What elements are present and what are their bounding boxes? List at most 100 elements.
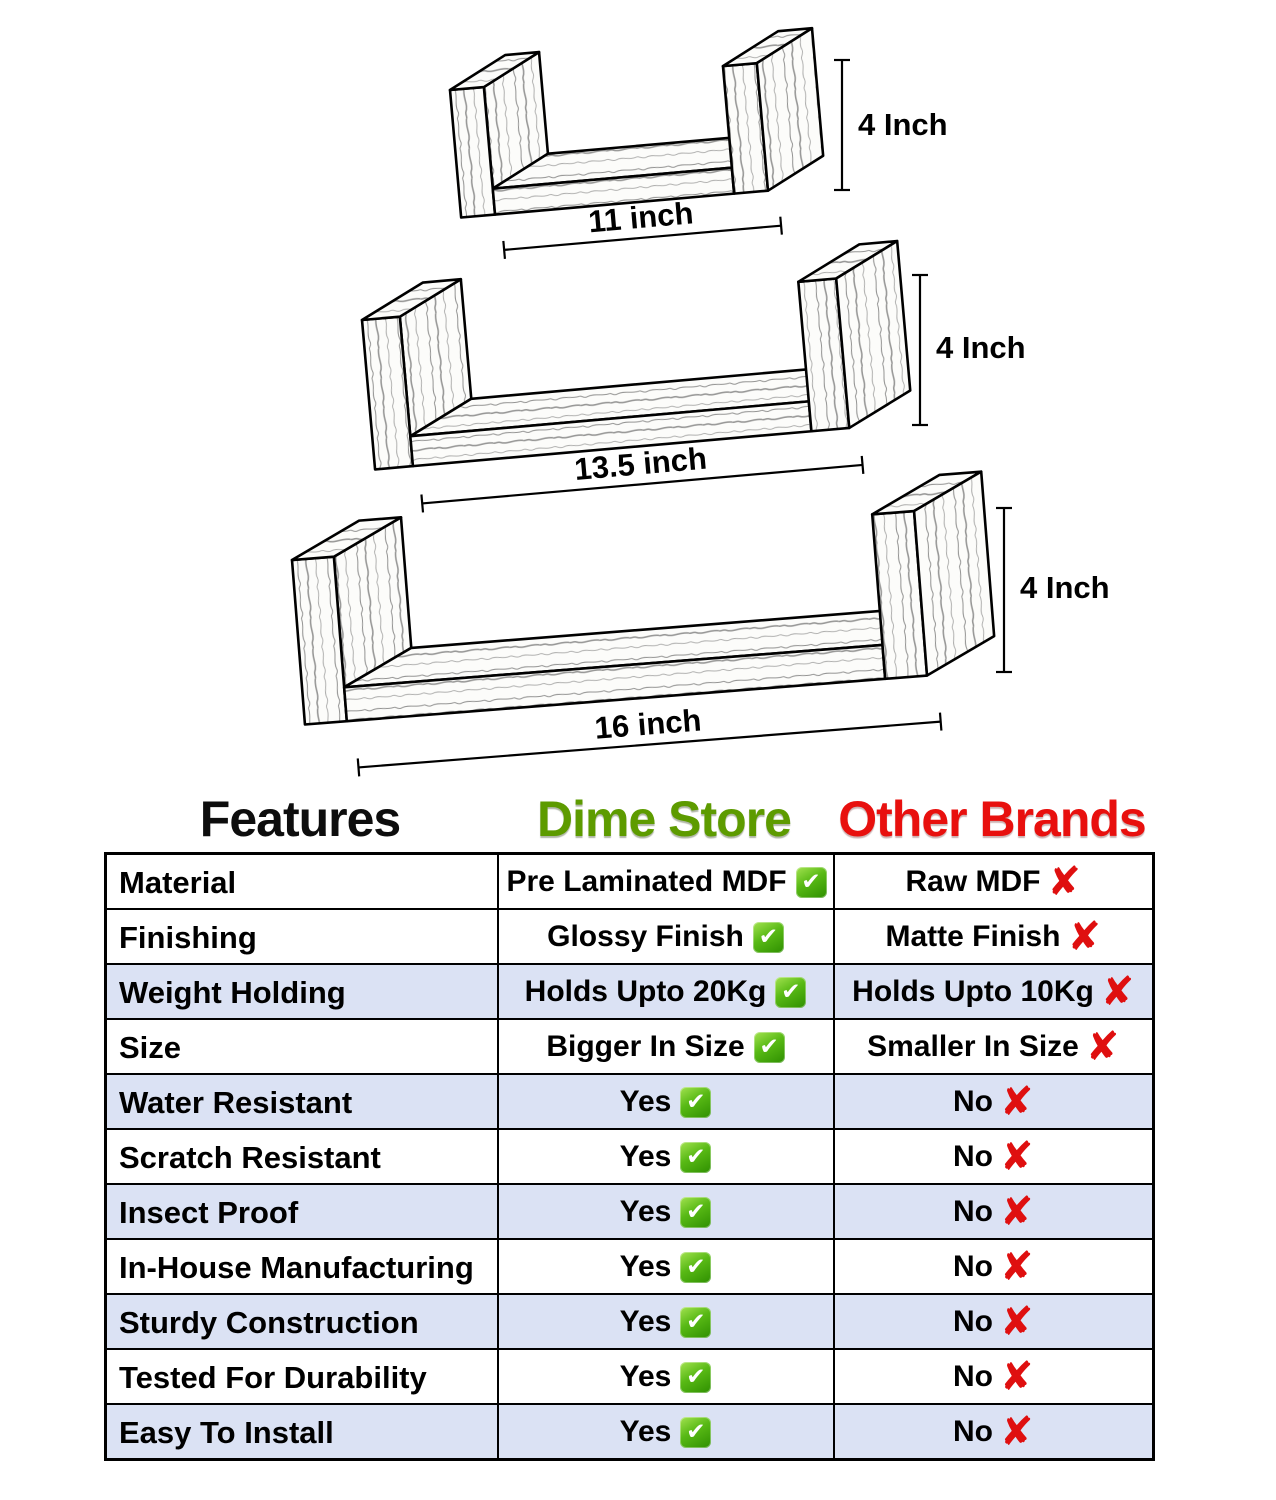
comparison-header-row: Features Dime Store Other Brands xyxy=(104,778,1152,848)
other-brands-value: No xyxy=(952,1360,993,1394)
table-row: Insect Proof Yes✔ No✘ xyxy=(104,1183,1155,1240)
shelf-small-height-dimension: 4 Inch xyxy=(834,58,948,192)
table-row: Sturdy Construction Yes✔ No✘ xyxy=(104,1293,1155,1350)
shelf-large-height-dimension: 4 Inch xyxy=(996,506,1110,674)
other-brands-value: No xyxy=(952,1195,993,1229)
check-icon: ✔ xyxy=(680,1141,712,1173)
dime-store-cell: Yes✔ xyxy=(496,1403,835,1461)
shelf-large-height-label: 4 Inch xyxy=(1020,570,1110,605)
other-brands-value: No xyxy=(952,1305,993,1339)
header-dime-store: Dime Store xyxy=(537,791,792,847)
feature-cell: Sturdy Construction xyxy=(104,1293,499,1350)
other-brands-cell: No✘ xyxy=(832,1128,1155,1185)
table-row: Scratch Resistant Yes✔ No✘ xyxy=(104,1128,1155,1185)
shelf-medium-drawing: 13.5 inch xyxy=(360,239,912,513)
dime-store-cell: Holds Upto 20Kg✔ xyxy=(496,963,835,1020)
other-brands-cell: No✘ xyxy=(832,1073,1155,1130)
cross-icon: ✘ xyxy=(999,1134,1034,1181)
dime-store-cell: Yes✔ xyxy=(496,1348,835,1405)
feature-label: Size xyxy=(119,1029,182,1065)
check-icon: ✔ xyxy=(752,921,784,953)
dime-store-cell: Yes✔ xyxy=(496,1128,835,1185)
cross-icon: ✘ xyxy=(999,1409,1034,1456)
check-icon: ✔ xyxy=(680,1086,712,1118)
other-brands-value: No xyxy=(952,1140,993,1174)
comparison-table: Material Pre Laminated MDF✔ Raw MDF✘ Fin… xyxy=(104,852,1155,1461)
other-brands-value: Matte Finish xyxy=(885,920,1061,954)
dime-store-cell: Yes✔ xyxy=(496,1238,835,1295)
feature-label: Easy To Install xyxy=(119,1414,334,1450)
other-brands-cell: Matte Finish✘ xyxy=(832,908,1155,965)
check-icon: ✔ xyxy=(795,866,827,898)
dime-store-value: Yes xyxy=(619,1140,672,1174)
table-row: Finishing Glossy Finish✔ Matte Finish✘ xyxy=(104,908,1155,965)
table-row: Size Bigger In Size✔ Smaller In Size✘ xyxy=(104,1018,1155,1075)
feature-label: Finishing xyxy=(119,919,257,955)
feature-label: Material xyxy=(119,864,237,900)
table-row: Easy To Install Yes✔ No✘ xyxy=(104,1403,1155,1461)
feature-label: Weight Holding xyxy=(119,974,346,1010)
shelf-diagram: 11 inch 4 Inch 13.5 inch xyxy=(290,26,1110,777)
check-icon: ✔ xyxy=(680,1251,712,1283)
cross-icon: ✘ xyxy=(1100,969,1135,1016)
dime-store-value: Yes xyxy=(619,1250,672,1284)
other-brands-cell: Raw MDF✘ xyxy=(832,852,1155,910)
header-features: Features xyxy=(199,791,401,847)
check-icon: ✔ xyxy=(680,1196,712,1228)
dime-store-cell: Yes✔ xyxy=(496,1183,835,1240)
other-brands-cell: No✘ xyxy=(832,1403,1155,1461)
dime-store-value: Pre Laminated MDF xyxy=(506,865,787,899)
other-brands-cell: Holds Upto 10Kg✘ xyxy=(832,963,1155,1020)
shelf-medium-height-label: 4 Inch xyxy=(936,330,1026,365)
shelf-small-drawing: 11 inch xyxy=(448,26,825,259)
feature-label: Water Resistant xyxy=(119,1084,353,1120)
feature-label: In-House Manufacturing xyxy=(119,1249,474,1285)
shelf-large-width-dimension: 16 inch xyxy=(356,702,943,777)
feature-cell: Insect Proof xyxy=(104,1183,499,1240)
shelf-medium-height-dimension: 4 Inch xyxy=(912,273,1026,427)
feature-cell: Easy To Install xyxy=(104,1403,499,1461)
other-brands-cell: No✘ xyxy=(832,1348,1155,1405)
table-row: Weight Holding Holds Upto 20Kg✔ Holds Up… xyxy=(104,963,1155,1020)
dime-store-cell: Yes✔ xyxy=(496,1073,835,1130)
other-brands-cell: No✘ xyxy=(832,1183,1155,1240)
check-icon: ✔ xyxy=(680,1416,712,1448)
table-row: Material Pre Laminated MDF✔ Raw MDF✘ xyxy=(104,852,1155,910)
check-icon: ✔ xyxy=(775,976,807,1008)
cross-icon: ✘ xyxy=(999,1079,1034,1126)
dime-store-cell: Glossy Finish✔ xyxy=(496,908,835,965)
check-icon: ✔ xyxy=(680,1361,712,1393)
cross-icon: ✘ xyxy=(1085,1024,1120,1071)
table-row: Tested For Durability Yes✔ No✘ xyxy=(104,1348,1155,1405)
other-brands-cell: Smaller In Size✘ xyxy=(832,1018,1155,1075)
dime-store-cell: Yes✔ xyxy=(496,1293,835,1350)
dime-store-value: Holds Upto 20Kg xyxy=(524,975,767,1009)
dime-store-value: Yes xyxy=(619,1085,672,1119)
feature-cell: Scratch Resistant xyxy=(104,1128,499,1185)
dime-store-value: Yes xyxy=(619,1305,672,1339)
dime-store-value: Yes xyxy=(619,1195,672,1229)
feature-cell: Material xyxy=(104,852,499,910)
other-brands-value: Smaller In Size xyxy=(867,1030,1079,1064)
other-brands-cell: No✘ xyxy=(832,1238,1155,1295)
feature-label: Tested For Durability xyxy=(119,1359,427,1395)
other-brands-cell: No✘ xyxy=(832,1293,1155,1350)
check-icon: ✔ xyxy=(680,1306,712,1338)
other-brands-value: No xyxy=(952,1415,993,1449)
shelf-large-drawing: 16 inch xyxy=(290,470,996,777)
feature-cell: In-House Manufacturing xyxy=(104,1238,499,1295)
cross-icon: ✘ xyxy=(999,1354,1034,1401)
feature-cell: Finishing xyxy=(104,908,499,965)
dime-store-value: Bigger In Size xyxy=(546,1030,745,1064)
comparison-section: Features Dime Store Other Brands Materia… xyxy=(104,778,1155,1461)
feature-cell: Weight Holding xyxy=(104,963,499,1020)
check-icon: ✔ xyxy=(753,1031,785,1063)
cross-icon: ✘ xyxy=(1067,914,1102,961)
feature-label: Sturdy Construction xyxy=(119,1304,419,1340)
feature-cell: Size xyxy=(104,1018,499,1075)
cross-icon: ✘ xyxy=(1047,859,1081,906)
shelf-large-width-label: 16 inch xyxy=(593,702,702,745)
shelf-small-height-label: 4 Inch xyxy=(858,107,948,142)
dime-store-value: Yes xyxy=(619,1360,672,1394)
